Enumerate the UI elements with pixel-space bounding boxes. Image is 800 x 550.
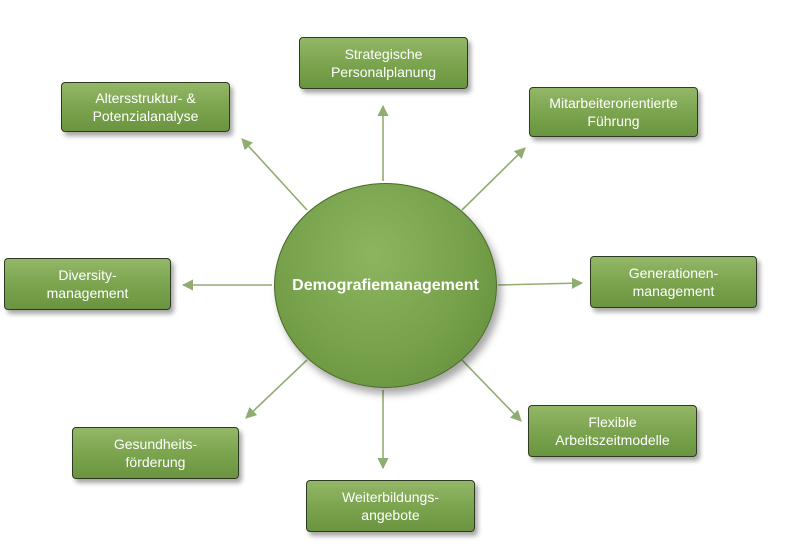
arrow-bottom-right — [461, 359, 522, 422]
node-flexible-arbeitszeitmodelle: Flexible Arbeitszeitmodelle — [528, 405, 697, 457]
arrow-top-right — [461, 147, 526, 211]
arrow-right — [497, 277, 584, 289]
node-mitarbeiterorientierte-fuehrung: Mitarbeiterorientierte Führung — [529, 87, 698, 137]
node-diversity-management: Diversity- management — [4, 258, 171, 310]
arrow-bottom-left — [245, 359, 308, 419]
node-generationen-management: Generationen- management — [590, 256, 757, 308]
arrow-top-left — [241, 138, 308, 211]
node-altersstruktur-potenzialanalyse: Altersstruktur- & Potenzialanalyse — [61, 82, 230, 132]
node-gesundheitsfoerderung: Gesundheits- förderung — [72, 427, 239, 479]
center-label: Demografiemanagement — [292, 276, 479, 294]
node-strategische-personalplanung: Strategische Personalplanung — [299, 37, 468, 89]
center-node-demografiemanagement: Demografiemanagement — [274, 183, 497, 388]
node-weiterbildungsangebote: Weiterbildungs- angebote — [306, 480, 475, 532]
